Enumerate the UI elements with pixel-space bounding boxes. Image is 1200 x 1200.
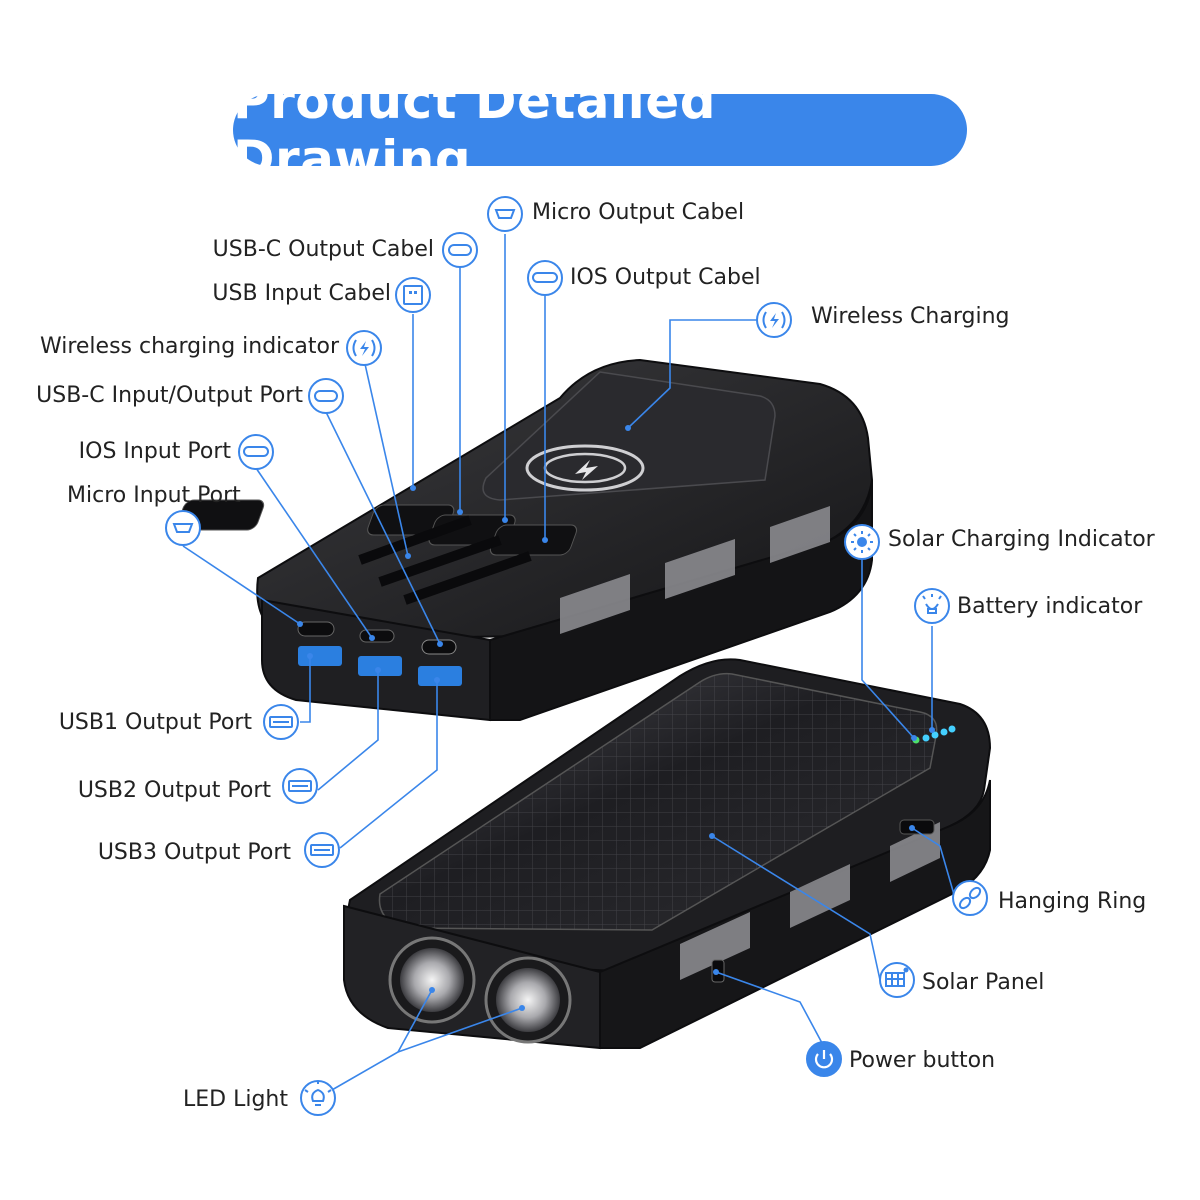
label-micro-input-port: Micro Input Port (67, 483, 241, 508)
label-usbc-output-cabel: USB-C Output Cabel (212, 237, 434, 262)
label-micro-output-cabel: Micro Output Cabel (532, 200, 745, 225)
led-lens-right (496, 968, 560, 1032)
solar-cell-grid (379, 673, 937, 930)
label-wireless-charging-indicator: Wireless charging indicator (39, 334, 339, 359)
title-banner: Product Detailed Drawing (233, 72, 967, 188)
label-wireless-charging: Wireless Charging (811, 304, 1010, 329)
wireless-bolt-mark (575, 460, 598, 480)
label-solar-panel: Solar Panel (922, 970, 1045, 995)
power-bank-top-view (176, 358, 874, 722)
wireless-icon (756, 302, 792, 338)
label-hanging-ring: Hanging Ring (998, 889, 1147, 914)
lightning-icon (527, 260, 563, 296)
label-led-light: LED Light (183, 1087, 288, 1112)
label-usbc-io-port: USB-C Input/Output Port (36, 383, 303, 408)
usb-port-icon-3 (304, 832, 340, 868)
power-icon (806, 1041, 842, 1077)
micro-usb-icon (487, 196, 523, 232)
hanging-ring-slot (899, 819, 935, 835)
leader-lines (182, 234, 956, 1099)
usb-c-icon (442, 232, 478, 268)
usb2-port-visual (358, 656, 402, 676)
top-device-ribs (560, 506, 830, 634)
wireless-indicator-icon (346, 330, 382, 366)
led-lens-left (400, 948, 464, 1012)
front-ports (297, 621, 462, 686)
usb3-port-visual (418, 666, 462, 686)
power-bank-solar-view (343, 658, 992, 1050)
usb-port-icon-1 (263, 704, 299, 740)
micro-usb-port-icon (165, 510, 201, 546)
usb-a-icon (395, 277, 431, 313)
label-power-button: Power button (849, 1048, 996, 1073)
label-usb2-output-port: USB2 Output Port (77, 778, 271, 803)
page-title: Product Detailed Drawing (233, 72, 717, 188)
battery-bulb-icon (914, 588, 950, 624)
usb1-port-visual (298, 646, 342, 666)
lightning-port-icon (238, 434, 274, 470)
label-battery-indicator: Battery indicator (957, 594, 1143, 619)
wireless-coil-outer (525, 444, 645, 492)
label-solar-charging-indicator: Solar Charging Indicator (888, 527, 1155, 552)
label-ios-input-port: IOS Input Port (78, 439, 231, 464)
solar-device-ribs (680, 822, 940, 980)
cable-slots (176, 499, 578, 605)
ring-link-icon (952, 880, 988, 916)
leader-dots (297, 425, 935, 1011)
usb-c-port-icon (308, 378, 344, 414)
solar-panel-icon (879, 962, 915, 998)
sun-icon (844, 524, 880, 560)
label-usb1-output-port: USB1 Output Port (58, 710, 252, 735)
label-usb3-output-port: USB3 Output Port (97, 840, 291, 865)
label-ios-output-cabel: IOS Output Cabel (570, 265, 761, 290)
bulb-icon (300, 1080, 336, 1116)
top-device-side (489, 479, 873, 721)
usb-port-icon-2 (282, 768, 318, 804)
label-usb-input-cabel: USB Input Cabel (212, 281, 391, 306)
wireless-pad-area (482, 371, 776, 501)
